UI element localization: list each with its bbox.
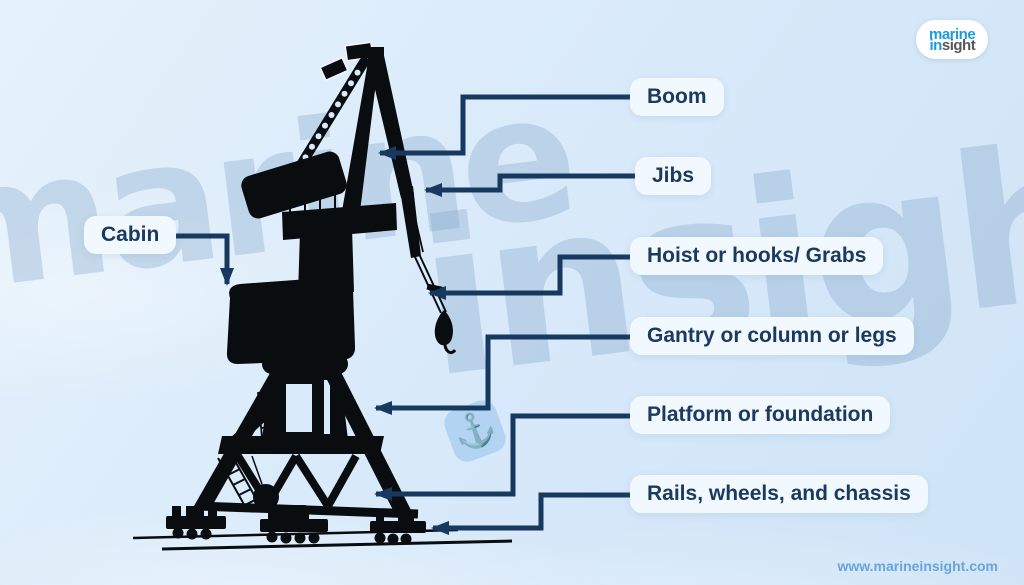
connector-rails <box>431 492 650 535</box>
crane-jib-rope <box>403 195 418 257</box>
connector-cabin <box>160 233 234 286</box>
label-gantry: Gantry or column or legs <box>630 317 914 355</box>
crane-hoist-rope-2 <box>419 255 447 313</box>
crane-counterweight <box>241 151 347 219</box>
label-platform: Platform or foundation <box>630 396 891 434</box>
crane-pulley-rope <box>251 455 264 488</box>
connector-platform <box>374 413 650 501</box>
label-rails: Rails, wheels, and chassis <box>630 475 928 513</box>
connector-jibs <box>424 173 650 197</box>
crane-rail-rear <box>132 528 459 540</box>
logo-sight: sight <box>941 37 976 54</box>
crane-diagonal-ladder <box>217 451 259 509</box>
crane-hook-tip <box>443 340 457 355</box>
crane-platform <box>218 436 384 454</box>
crane-right-brace <box>336 404 376 444</box>
marine-insight-logo: marine insight <box>916 20 989 59</box>
crane-cabin <box>226 276 356 364</box>
label-boom: Boom <box>630 78 724 116</box>
connector-hoist <box>428 254 650 300</box>
logo-in: in <box>929 37 943 54</box>
crane-sheave-box <box>319 56 349 82</box>
label-jibs: Jibs <box>635 157 712 195</box>
logo-word-insight: insight <box>929 37 976 54</box>
label-hoist: Hoist or hooks/ Grabs <box>630 237 884 275</box>
crane-top-box <box>366 47 384 58</box>
connector-lines <box>160 94 650 535</box>
crane-deck-railing <box>285 192 341 212</box>
crane-left-stem <box>186 506 204 518</box>
logo-word-marine: marine <box>929 26 976 43</box>
label-cabin: Cabin <box>84 216 177 254</box>
crane-pulley-weight <box>253 484 279 510</box>
crane-lattice-gaps <box>302 69 361 161</box>
crane-tower <box>338 56 379 234</box>
crane-pedestal-window <box>286 384 312 432</box>
crane-vertical-ladder <box>257 390 273 439</box>
crane-pedestal-slit <box>324 380 330 434</box>
crane-hook-body <box>434 310 454 346</box>
website-url: www.marineinsight.com <box>837 558 998 574</box>
crane-rail-front <box>161 539 513 551</box>
crane-machinery-deck <box>282 203 397 240</box>
connector-boom <box>378 94 650 160</box>
connector-gantry <box>374 334 650 415</box>
crane-left-brace <box>230 404 278 444</box>
crane-silhouette <box>132 41 513 551</box>
